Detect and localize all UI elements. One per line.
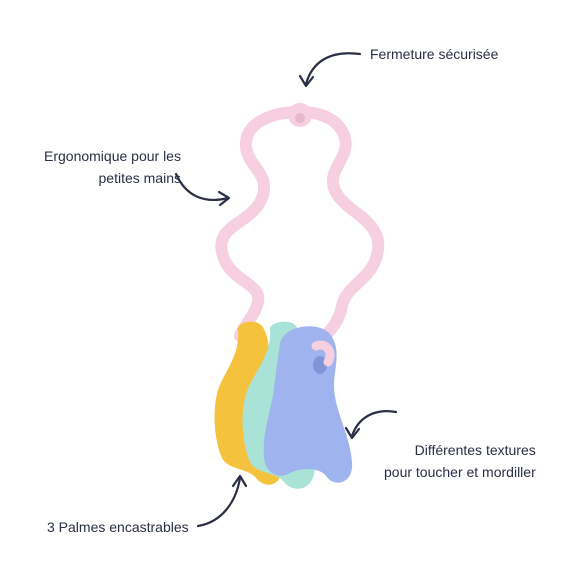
curved-arrow-icon [174, 172, 231, 207]
closure-label: Fermeture sécurisée [370, 43, 498, 65]
curved-arrow-icon [196, 474, 248, 528]
palms [214, 321, 353, 489]
curved-arrow-icon [298, 52, 362, 88]
palms-text: 3 Palmes encastrables [47, 519, 189, 535]
ergonomic-text-line2: petites mains [98, 170, 181, 186]
textures-text-line2: pour toucher et mordiller [384, 464, 536, 480]
blue-palm-hole [313, 356, 327, 374]
curved-arrow-icon [344, 410, 398, 440]
ergonomic-text-line1: Ergonomique pour les [44, 148, 181, 164]
pink-ring [215, 103, 385, 350]
clasp-knob-inner [295, 113, 305, 123]
textures-label: Différentes textures pour toucher et mor… [384, 439, 536, 483]
annotation-arrows [174, 52, 398, 528]
ring-link [311, 340, 335, 367]
ergonomic-label: Ergonomique pour les petites mains [44, 145, 181, 189]
ring-loop [215, 106, 385, 350]
closure-text: Fermeture sécurisée [370, 46, 499, 62]
textures-text-line1: Différentes textures [414, 442, 536, 458]
palms-label: 3 Palmes encastrables [47, 516, 189, 538]
